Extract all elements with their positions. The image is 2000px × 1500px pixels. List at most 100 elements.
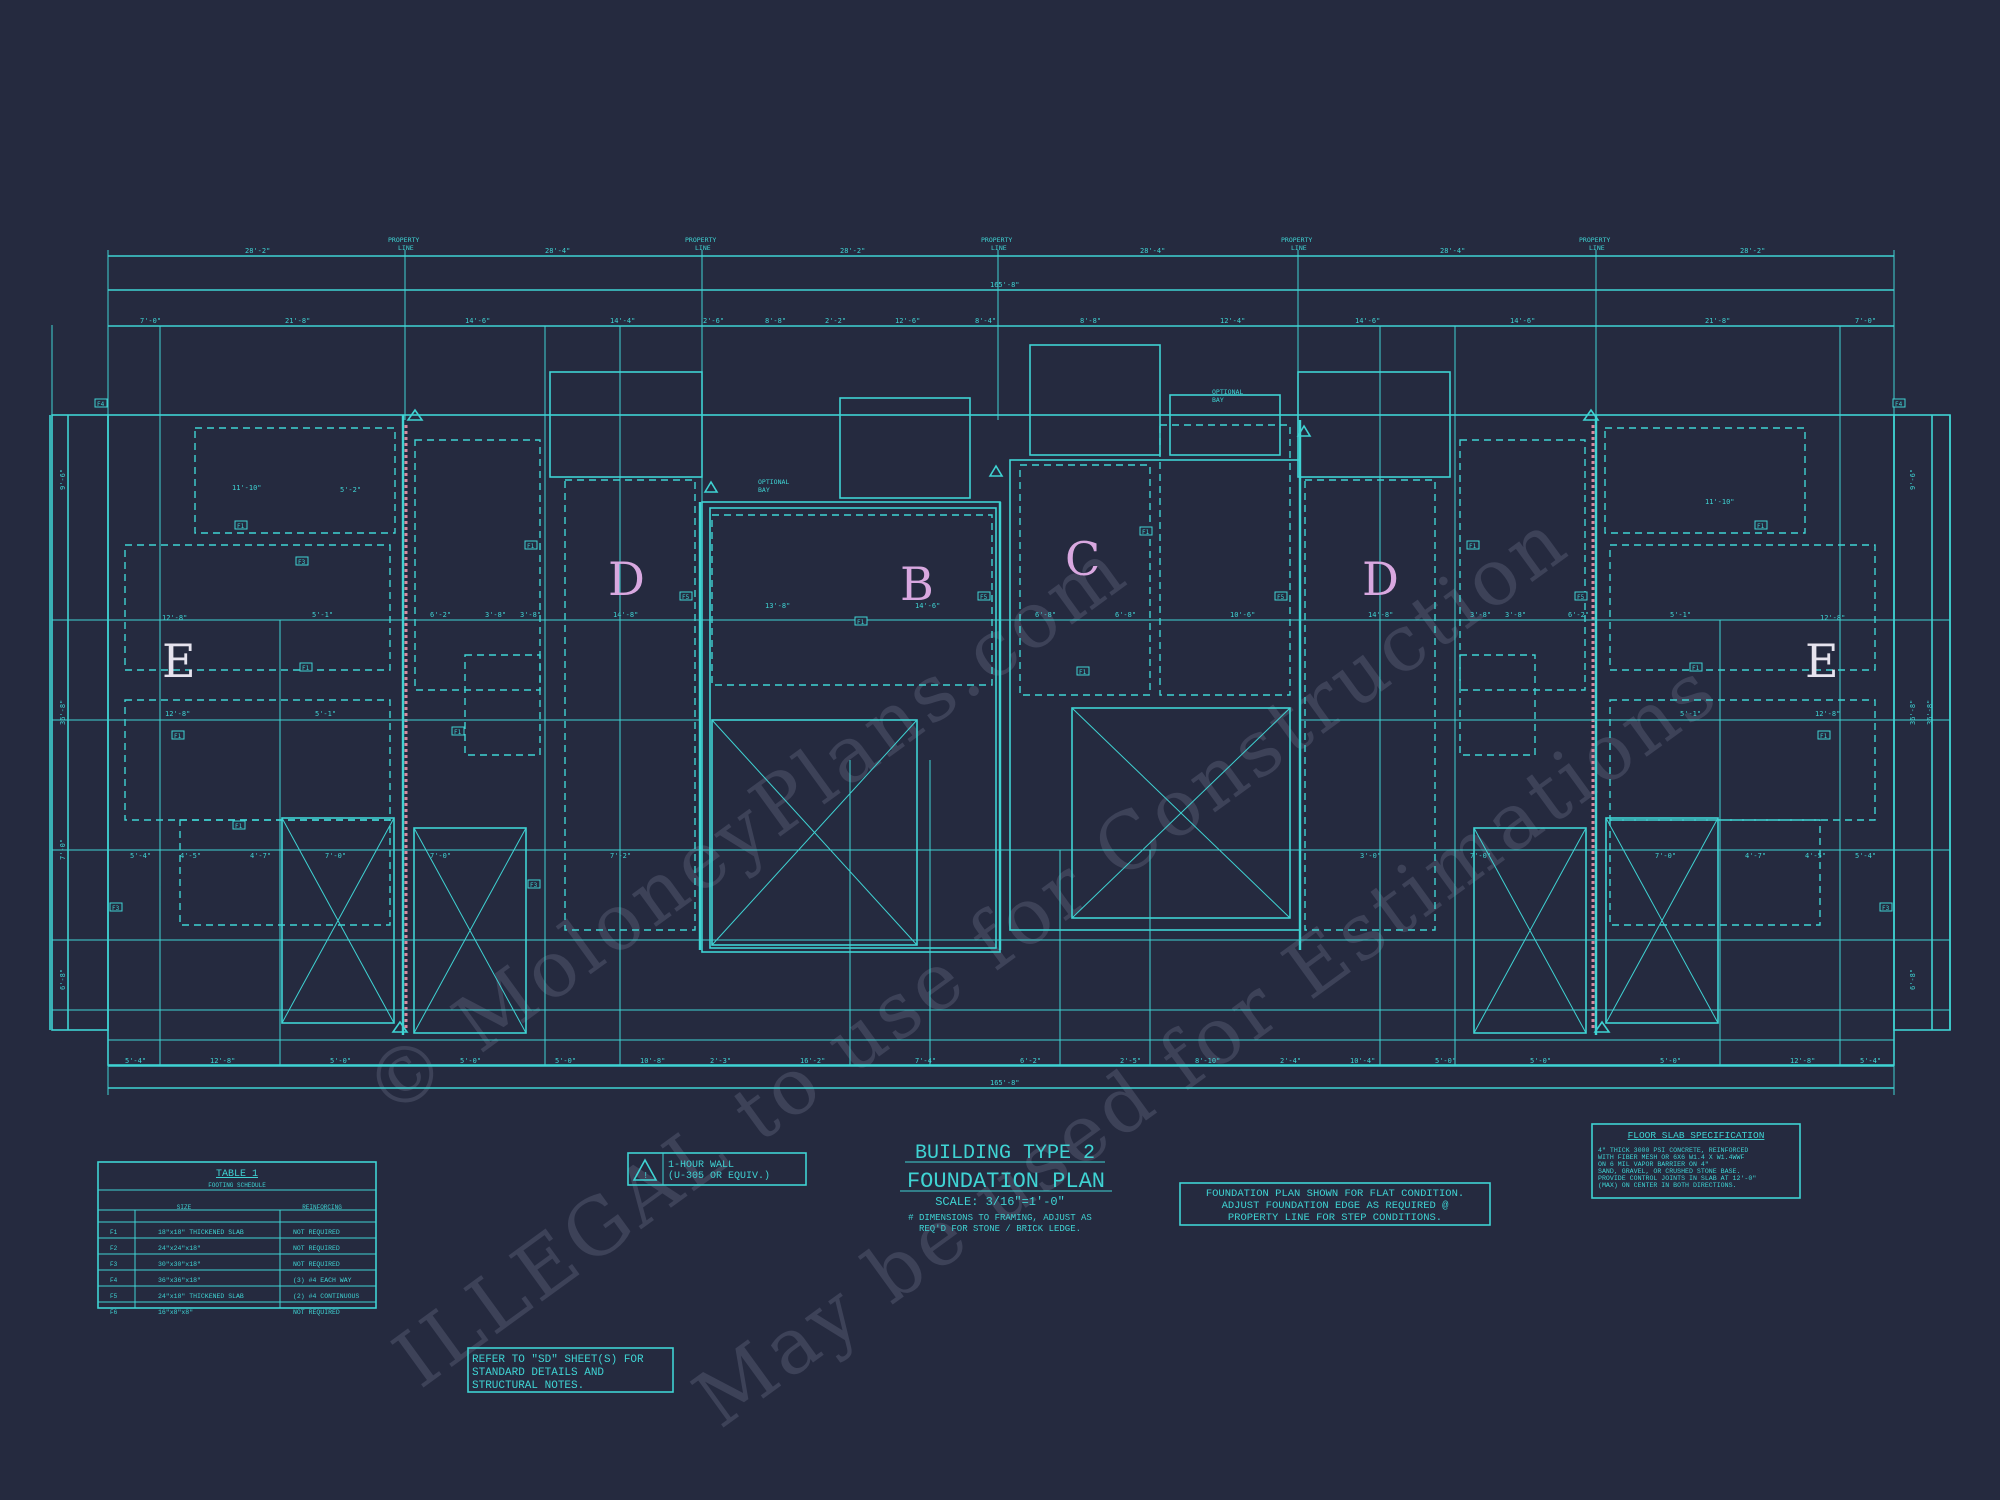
svg-text:5'-0": 5'-0" bbox=[555, 1057, 576, 1065]
svg-text:F1: F1 bbox=[1820, 733, 1828, 740]
unit-b: B bbox=[900, 557, 934, 611]
svg-text:13'-8": 13'-8" bbox=[765, 602, 790, 610]
svg-text:4'-7": 4'-7" bbox=[250, 852, 271, 860]
svg-text:4'-5": 4'-5" bbox=[1805, 852, 1826, 860]
svg-text:14'-8": 14'-8" bbox=[1368, 611, 1393, 619]
svg-text:F1: F1 bbox=[1079, 669, 1087, 676]
svg-text:F1: F1 bbox=[857, 619, 865, 626]
svg-text:F5: F5 bbox=[682, 594, 690, 601]
table-row-reinforcing: NOT REQUIRED bbox=[293, 1261, 340, 1268]
svg-text:12'-6": 12'-6" bbox=[895, 317, 920, 325]
svg-text:F3: F3 bbox=[1882, 905, 1890, 912]
svg-text:F1: F1 bbox=[302, 665, 310, 672]
svg-text:4'-5": 4'-5" bbox=[180, 852, 201, 860]
table-row-tag: F3 bbox=[110, 1261, 118, 1268]
svg-text:5'-0": 5'-0" bbox=[1660, 1057, 1681, 1065]
optional-bay-label-1: OPTIONAL bbox=[758, 478, 789, 486]
table-row-size: 18"x18" THICKENED SLAB bbox=[158, 1229, 244, 1236]
warning-triangle-icon bbox=[632, 1158, 658, 1181]
slab-spec-line-1: 4" THICK 3000 PSI CONCRETE, REINFORCED bbox=[1598, 1147, 1748, 1154]
col-size-header: SIZE bbox=[177, 1204, 192, 1211]
property-label-4: PROPERTY bbox=[1281, 236, 1312, 244]
svg-text:36'-8": 36'-8" bbox=[59, 700, 67, 725]
line-label-1: LINE bbox=[398, 244, 414, 252]
table-subtitle: FOOTING SCHEDULE bbox=[208, 1182, 266, 1189]
refer-note-line-2: STANDARD DETAILS AND bbox=[472, 1367, 604, 1379]
refer-note-line-1: REFER TO "SD" SHEET(S) FOR bbox=[472, 1354, 644, 1366]
title-line-1: BUILDING TYPE 2 bbox=[915, 1142, 1095, 1165]
unit-labels: E D B C D E bbox=[162, 532, 1839, 688]
svg-text:6'-2": 6'-2" bbox=[1568, 611, 1589, 619]
svg-text:14'-6": 14'-6" bbox=[465, 317, 490, 325]
svg-text:7'-0": 7'-0" bbox=[59, 839, 67, 860]
svg-text:F1: F1 bbox=[1757, 523, 1765, 530]
svg-text:F1: F1 bbox=[235, 823, 243, 830]
line-label-3: LINE bbox=[991, 244, 1007, 252]
svg-text:F3: F3 bbox=[112, 905, 120, 912]
property-label-5: PROPERTY bbox=[1579, 236, 1610, 244]
table-title: TABLE 1 bbox=[216, 1169, 258, 1180]
svg-text:5'-0": 5'-0" bbox=[330, 1057, 351, 1065]
svg-text:F1: F1 bbox=[527, 543, 535, 550]
table-row-tag: F5 bbox=[110, 1293, 118, 1300]
svg-text:11'-10": 11'-10" bbox=[232, 484, 262, 492]
svg-text:F1: F1 bbox=[1692, 665, 1700, 672]
svg-text:7'-0": 7'-0" bbox=[1855, 317, 1876, 325]
svg-text:F1: F1 bbox=[1142, 529, 1150, 536]
svg-text:28'-2": 28'-2" bbox=[1740, 247, 1765, 255]
svg-text:7'-0": 7'-0" bbox=[1655, 852, 1676, 860]
svg-text:9'-6": 9'-6" bbox=[1909, 469, 1917, 490]
svg-text:3'-8": 3'-8" bbox=[1470, 611, 1491, 619]
optional-bay-label-2: OPTIONAL bbox=[1212, 388, 1243, 396]
svg-text:8'-10": 8'-10" bbox=[1195, 1057, 1220, 1065]
svg-text:F1: F1 bbox=[237, 523, 245, 530]
svg-text:F3: F3 bbox=[530, 882, 538, 889]
flat-condition-note: FOUNDATION PLAN SHOWN FOR FLAT CONDITION… bbox=[1179, 1182, 1491, 1226]
building-walls bbox=[51, 325, 1951, 1066]
svg-text:6'-8": 6'-8" bbox=[59, 969, 67, 990]
bay-label-2: BAY bbox=[1212, 396, 1224, 404]
svg-text:5'-4": 5'-4" bbox=[1860, 1057, 1881, 1065]
table-row-size: 30"x30"x18" bbox=[158, 1261, 201, 1268]
svg-text:10'-4": 10'-4" bbox=[1350, 1057, 1375, 1065]
svg-text:14'-6": 14'-6" bbox=[915, 602, 940, 610]
svg-text:8'-8": 8'-8" bbox=[765, 317, 786, 325]
interior-dimensions: 7'-0"21'-8"14'-6" 14'-4"2'-6"8'-8" 2'-2"… bbox=[59, 317, 1934, 1065]
svg-text:12'-8": 12'-8" bbox=[165, 710, 190, 718]
table-row-reinforcing: (2) #4 CONTINUOUS bbox=[293, 1293, 359, 1300]
svg-text:11'-10": 11'-10" bbox=[1705, 498, 1735, 506]
svg-text:7'-4": 7'-4" bbox=[915, 1057, 936, 1065]
svg-text:12'-8": 12'-8" bbox=[210, 1057, 235, 1065]
svg-text:7'-0": 7'-0" bbox=[1470, 852, 1491, 860]
refer-note-line-3: STRUCTURAL NOTES. bbox=[472, 1380, 584, 1392]
table-row-reinforcing: NOT REQUIRED bbox=[293, 1309, 340, 1316]
svg-text:28'-4": 28'-4" bbox=[1140, 247, 1165, 255]
svg-text:5'-1": 5'-1" bbox=[315, 710, 336, 718]
unit-d-left: D bbox=[608, 552, 645, 606]
svg-text:21'-8": 21'-8" bbox=[285, 317, 310, 325]
depressed-slabs bbox=[281, 707, 1719, 1034]
col-reinforcing-header: REINFORCING bbox=[302, 1204, 342, 1211]
svg-text:8'-4": 8'-4" bbox=[975, 317, 996, 325]
svg-text:8'-8": 8'-8" bbox=[1080, 317, 1101, 325]
svg-text:4'-7": 4'-7" bbox=[1745, 852, 1766, 860]
svg-text:12'-8": 12'-8" bbox=[1815, 710, 1840, 718]
one-hour-wall-legend: ! 1-HOUR WALL (U-305 OR EQUIV.) bbox=[627, 1152, 807, 1186]
svg-text:12'-8": 12'-8" bbox=[1820, 614, 1845, 622]
svg-text:2'-4": 2'-4" bbox=[1280, 1057, 1301, 1065]
svg-text:28'-4": 28'-4" bbox=[545, 247, 570, 255]
flat-note-line-2: ADJUST FOUNDATION EDGE AS REQUIRED @ bbox=[1222, 1200, 1450, 1212]
svg-text:F5: F5 bbox=[980, 594, 988, 601]
refer-note: REFER TO "SD" SHEET(S) FOR STANDARD DETA… bbox=[467, 1347, 674, 1393]
slab-spec-line-3: ON 6 MIL VAPOR BARRIER ON 4" bbox=[1598, 1161, 1709, 1168]
unit-e-right: E bbox=[1805, 634, 1839, 688]
svg-text:5'-4": 5'-4" bbox=[125, 1057, 146, 1065]
svg-text:28'-4": 28'-4" bbox=[1440, 247, 1465, 255]
svg-text:36'-8": 36'-8" bbox=[1926, 700, 1934, 725]
svg-text:5'-1": 5'-1" bbox=[1680, 710, 1701, 718]
svg-text:165'-8": 165'-8" bbox=[990, 1079, 1020, 1087]
svg-text:7'-0": 7'-0" bbox=[325, 852, 346, 860]
svg-text:5'-1": 5'-1" bbox=[1670, 611, 1691, 619]
bay-label-1: BAY bbox=[758, 486, 770, 494]
